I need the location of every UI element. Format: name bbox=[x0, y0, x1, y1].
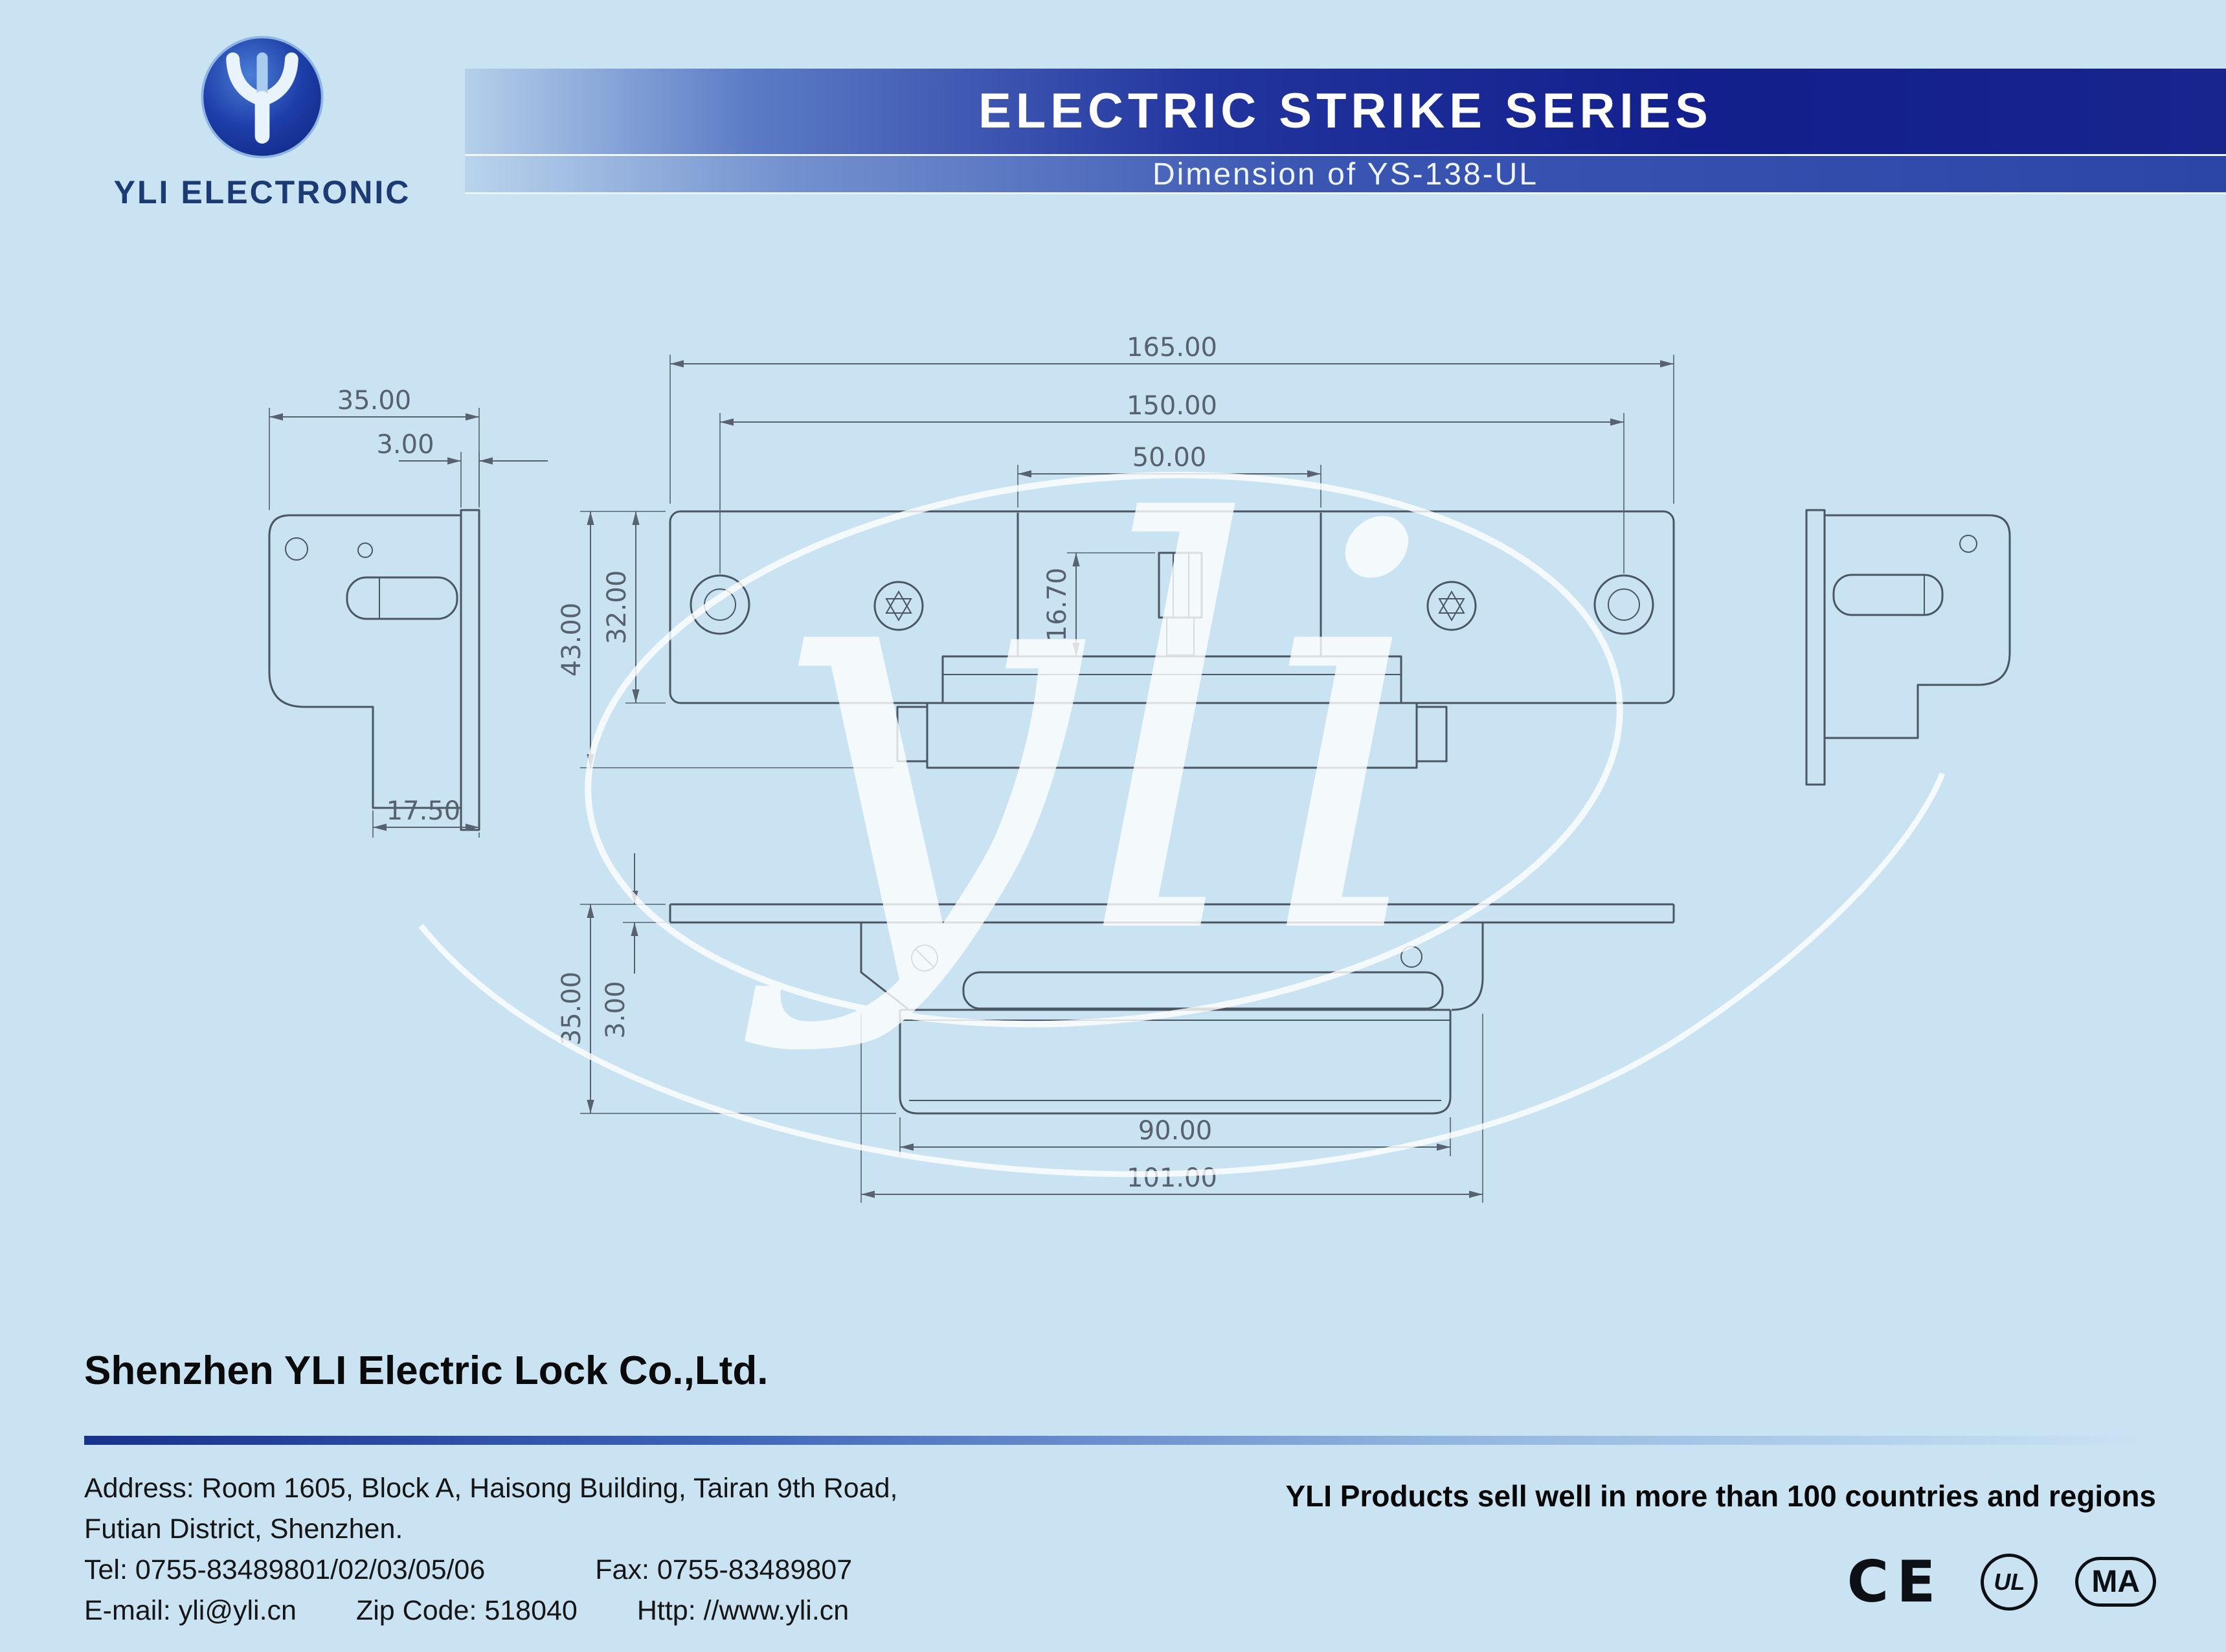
dim-side-total-width: 35.00 bbox=[337, 386, 412, 416]
bottom-view bbox=[669, 903, 1675, 1115]
tel-number: Tel: 0755-83489801/02/03/05/06 bbox=[84, 1554, 486, 1585]
faceplate-edge-right-view bbox=[1805, 509, 1826, 786]
mount-hole-left bbox=[690, 574, 750, 635]
dim-bottom-total-depth: 35.00 bbox=[557, 972, 587, 1046]
watermark-flourish bbox=[418, 772, 1946, 1178]
address-line2: Futian District, Shenzhen. bbox=[84, 1513, 403, 1545]
contact-block: Address: Room 1605, Block A, Haisong Bui… bbox=[84, 1468, 898, 1631]
footer-divider bbox=[84, 1436, 2144, 1445]
ma-mark-icon: MA bbox=[2075, 1557, 2156, 1607]
faceplate-edge-left-view bbox=[460, 509, 480, 831]
dim-bottom-overall-width: 101.00 bbox=[1127, 1163, 1217, 1193]
dim-bottom-plate-thickness: 3.00 bbox=[601, 981, 631, 1038]
certification-marks: CE UL MA bbox=[1847, 1548, 2156, 1615]
watermark-text: yli bbox=[739, 409, 1436, 1057]
dim-front-total-height: 43.00 bbox=[557, 603, 587, 677]
zip-code: Zip Code: 518040 bbox=[355, 1595, 578, 1626]
email-address: E-mail: yli@yli.cn bbox=[84, 1595, 297, 1626]
right-side-view bbox=[1805, 509, 2011, 786]
ul-mark-label: UL bbox=[1994, 1568, 2025, 1595]
dim-front-total-width: 165.00 bbox=[1127, 333, 1217, 363]
ul-mark-icon: UL bbox=[1981, 1553, 2038, 1611]
mount-hole-right bbox=[1593, 574, 1654, 635]
brand-wordmark: YLI ELECTRONIC bbox=[113, 174, 411, 210]
left-dimensions: 35.00 3.00 17.50 bbox=[269, 386, 548, 838]
dim-side-plate-thickness: 3.00 bbox=[376, 430, 434, 460]
ma-mark-label: MA bbox=[2091, 1565, 2140, 1599]
left-side-view bbox=[268, 509, 480, 831]
slogan-text: YLI Products sell well in more than 100 … bbox=[1285, 1479, 2156, 1513]
ce-mark-icon: CE bbox=[1847, 1548, 1944, 1615]
logo-ring bbox=[201, 36, 324, 159]
logo-y-mark bbox=[226, 52, 298, 144]
address-line1: Address: Room 1605, Block A, Haisong Bui… bbox=[84, 1473, 898, 1504]
website-url: Http: //www.yli.cn bbox=[636, 1595, 849, 1626]
yli-logo-icon bbox=[201, 36, 324, 159]
watermark: yli bbox=[418, 409, 1946, 1178]
company-name: Shenzhen YLI Electric Lock Co.,Ltd. bbox=[84, 1348, 769, 1393]
torx-screw-right bbox=[1426, 581, 1477, 631]
dim-side-foot-depth: 17.50 bbox=[387, 796, 461, 826]
torx-screw-left bbox=[873, 581, 924, 631]
dim-bottom-body-width: 90.00 bbox=[1138, 1116, 1213, 1146]
watermark-ellipse bbox=[585, 471, 1623, 1028]
front-view bbox=[669, 510, 1675, 769]
dim-front-latch-height: 16.70 bbox=[1042, 568, 1072, 642]
title-banner: ELECTRIC STRIKE SERIES Dimension of YS-1… bbox=[465, 69, 2226, 194]
dim-front-keeper-width: 50.00 bbox=[1132, 443, 1207, 473]
series-subtitle: Dimension of YS-138-UL bbox=[465, 154, 2226, 194]
fax-number: Fax: 0755-83489807 bbox=[595, 1554, 853, 1585]
dim-front-plate-height: 32.00 bbox=[602, 570, 632, 645]
logo-block: YLI ELECTRONIC bbox=[97, 30, 427, 211]
series-title: ELECTRIC STRIKE SERIES bbox=[465, 69, 2226, 154]
dim-front-hole-span: 150.00 bbox=[1127, 391, 1217, 421]
